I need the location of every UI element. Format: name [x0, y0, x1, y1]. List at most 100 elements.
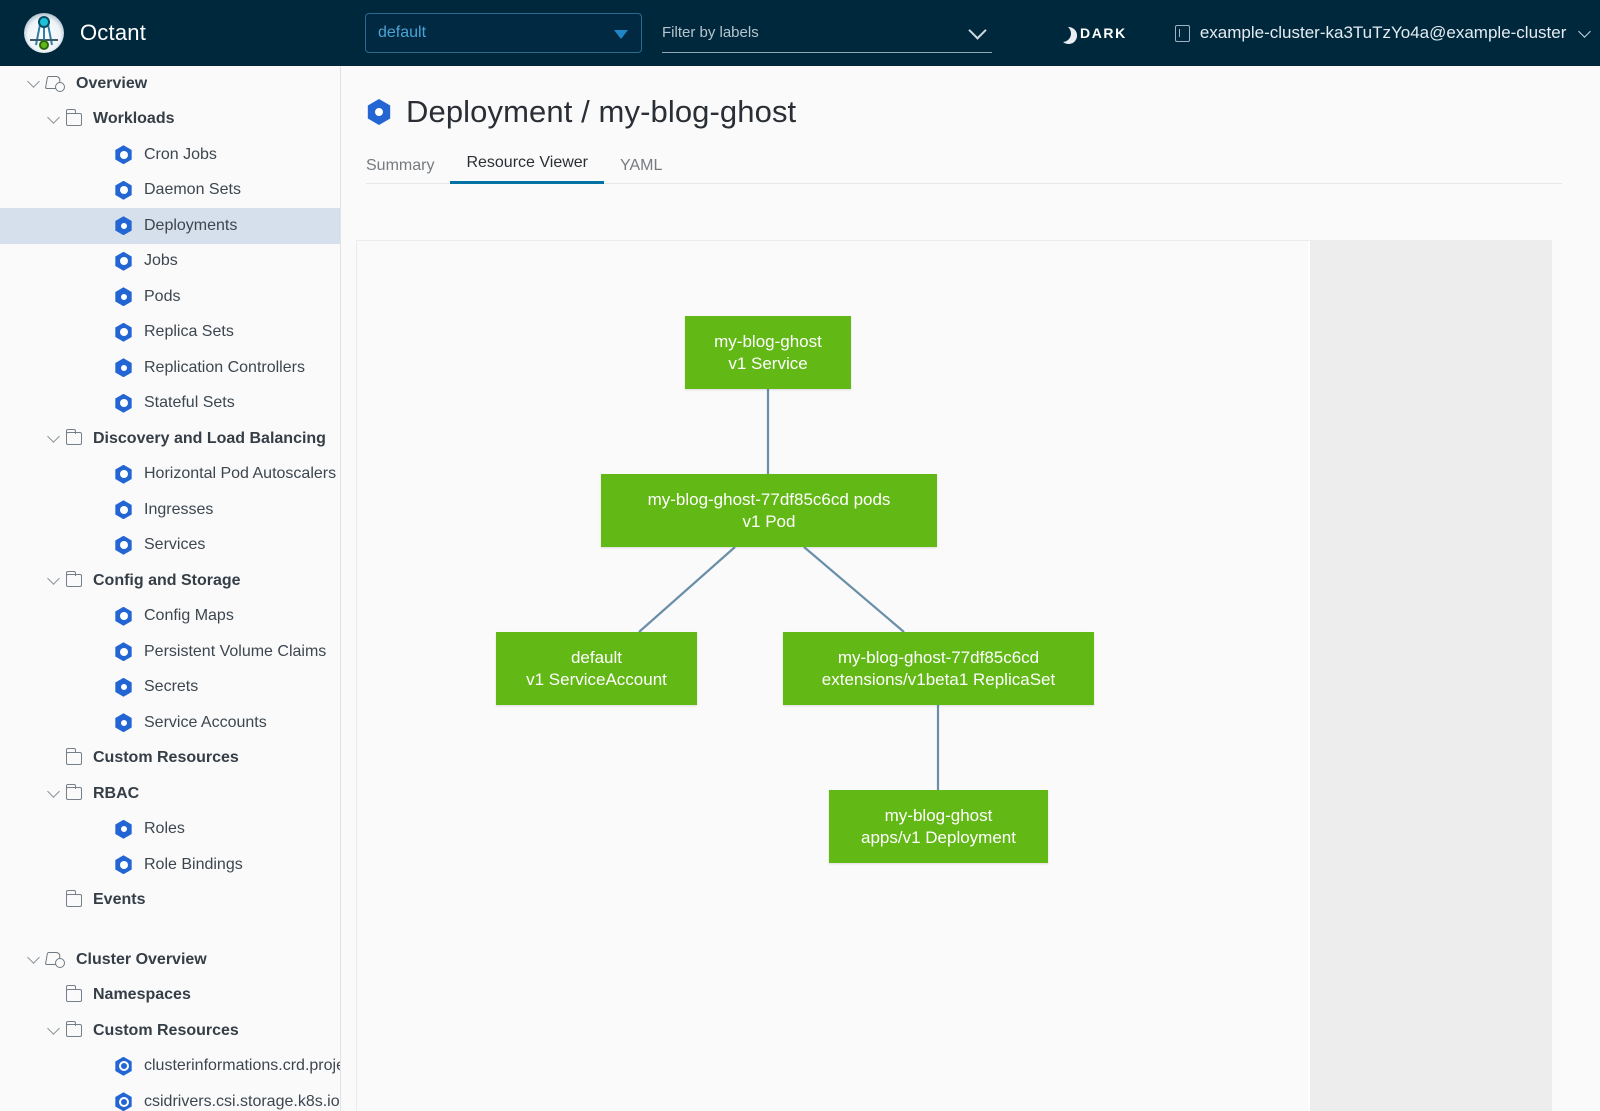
theme-toggle[interactable]: DARK	[1054, 25, 1127, 42]
graph-edges	[638, 389, 940, 790]
sidebar-item-cron-jobs[interactable]: Cron Jobs	[0, 137, 340, 173]
sidebar-item-persistent-volume-claims[interactable]: Persistent Volume Claims	[0, 634, 340, 670]
expand-toggle[interactable]	[40, 1022, 66, 1036]
folder-icon	[65, 783, 82, 801]
sidebar-item-stateful-sets[interactable]: Stateful Sets	[0, 386, 340, 422]
node-title: my-blog-ghost	[884, 805, 993, 825]
expand-toggle[interactable]	[40, 430, 66, 444]
k8s-pvc-icon	[114, 642, 133, 662]
sidebar-item-replica-sets[interactable]: Replica Sets	[0, 315, 340, 351]
sidebar-item-replication-controllers[interactable]: Replication Controllers	[0, 350, 340, 386]
sidebar-item-label: Ingresses	[144, 500, 214, 518]
sidebar-item-label: Cron Jobs	[144, 145, 217, 163]
sidebar-item-role-bindings[interactable]: Role Bindings	[0, 847, 340, 883]
sidebar-item-label: Workloads	[93, 110, 175, 128]
k8s-deployment-icon	[366, 99, 392, 125]
sidebar-item-label: clusterinformations.crd.projec	[144, 1057, 340, 1075]
sidebar-item-workloads[interactable]: Workloads	[0, 102, 340, 138]
sidebar-item-custom-resources[interactable]: Custom Resources	[0, 741, 340, 777]
expand-toggle[interactable]	[40, 110, 66, 124]
k8s-configmap-icon	[114, 606, 133, 626]
k8s-replicaset-icon	[114, 322, 133, 342]
chevron-down-icon	[1578, 24, 1592, 38]
brand[interactable]: Octant	[0, 0, 341, 66]
chevron-down-icon	[46, 572, 60, 586]
k8s-statefulset-icon	[114, 393, 133, 413]
sidebar-item-discovery-and-load-balancing[interactable]: Discovery and Load Balancing	[0, 421, 340, 457]
node-subtitle: extensions/v1beta1 ReplicaSet	[821, 669, 1056, 689]
sidebar-item-overview[interactable]: Overview	[0, 66, 340, 102]
sidebar-item-daemon-sets[interactable]: Daemon Sets	[0, 173, 340, 209]
app-header: Octant default Filter by labels DARK exa…	[0, 0, 1600, 66]
sidebar-spacer	[0, 918, 340, 942]
expand-toggle[interactable]	[40, 785, 66, 799]
k8s-rc-icon	[114, 358, 133, 378]
sidebar-item-clusterinformations-crd-projec[interactable]: clusterinformations.crd.projec	[0, 1049, 340, 1085]
sidebar-item-custom-resources[interactable]: Custom Resources	[0, 1013, 340, 1049]
chevron-down-icon	[46, 785, 60, 799]
k8s-rolebinding-icon	[114, 855, 133, 875]
sidebar-item-events[interactable]: Events	[0, 883, 340, 919]
sidebar-item-label: RBAC	[93, 784, 140, 802]
sidebar-item-label: Horizontal Pod Autoscalers	[144, 465, 337, 483]
label-filter-placeholder: Filter by labels	[662, 24, 759, 41]
sidebar-item-csidrivers-csi-storage-k8s-io[interactable]: csidrivers.csi.storage.k8s.io	[0, 1084, 340, 1111]
sidebar-item-jobs[interactable]: Jobs	[0, 244, 340, 280]
sidebar-item-roles[interactable]: Roles	[0, 812, 340, 848]
sidebar-item-ingresses[interactable]: Ingresses	[0, 492, 340, 528]
expand-toggle[interactable]	[40, 572, 66, 586]
moon-icon	[1052, 22, 1074, 44]
sidebar-item-service-accounts[interactable]: Service Accounts	[0, 705, 340, 741]
sidebar-item-label: Config and Storage	[93, 571, 241, 589]
k8s-service-icon	[114, 535, 133, 555]
overview-icon	[46, 952, 65, 968]
node-subtitle: v1 Service	[728, 353, 808, 373]
expand-toggle[interactable]	[20, 951, 46, 965]
sidebar-item-label: csidrivers.csi.storage.k8s.io	[144, 1092, 340, 1110]
sidebar-item-config-and-storage[interactable]: Config and Storage	[0, 563, 340, 599]
tab-resource-viewer[interactable]: Resource Viewer	[450, 154, 604, 184]
sidebar-item-secrets[interactable]: Secrets	[0, 670, 340, 706]
folder-icon	[65, 748, 82, 765]
sidebar-item-label: Role Bindings	[144, 855, 243, 873]
chevron-down-icon	[46, 1022, 60, 1036]
tab-summary[interactable]: Summary	[366, 157, 435, 174]
tab-yaml[interactable]: YAML	[620, 157, 663, 174]
tab-bar[interactable]: Summary Resource Viewer YAML	[366, 152, 1562, 184]
sidebar-item-config-maps[interactable]: Config Maps	[0, 599, 340, 635]
sidebar-item-services[interactable]: Services	[0, 528, 340, 564]
sidebar-item-deployments[interactable]: Deployments	[0, 208, 340, 244]
cluster-label: example-cluster-ka3TuTzYo4a@example-clus…	[1199, 23, 1567, 42]
expand-toggle[interactable]	[20, 75, 46, 89]
sidebar-item-label: Stateful Sets	[144, 394, 235, 412]
folder-icon	[65, 109, 82, 126]
sidebar-item-label: Discovery and Load Balancing	[93, 429, 326, 447]
cluster-selector[interactable]: example-cluster-ka3TuTzYo4a@example-clus…	[1174, 23, 1592, 43]
sidebar-item-cluster-overview[interactable]: Cluster Overview	[0, 942, 340, 978]
sidebar-item-horizontal-pod-autoscalers[interactable]: Horizontal Pod Autoscalers	[0, 457, 340, 493]
k8s-pod-icon	[114, 287, 133, 307]
sidebar-item-rbac[interactable]: RBAC	[0, 776, 340, 812]
caret-down-icon	[614, 30, 628, 39]
label-filter-input[interactable]: Filter by labels	[662, 13, 992, 53]
sidebar-item-pods[interactable]: Pods	[0, 279, 340, 315]
folder-icon	[65, 1020, 82, 1038]
page-title: Deployment / my-blog-ghost	[366, 94, 1600, 130]
node-title: default	[570, 647, 623, 667]
chevron-down-icon[interactable]	[968, 21, 987, 40]
namespace-select[interactable]: default	[365, 13, 642, 53]
k8s-ingress-icon	[114, 500, 133, 520]
k8s-role-icon	[114, 819, 133, 839]
chevron-down-icon	[46, 430, 60, 444]
overview-icon	[46, 76, 65, 92]
sidebar-item-namespaces[interactable]: Namespaces	[0, 978, 340, 1014]
node-title: my-blog-ghost-77df85c6cd	[837, 647, 1040, 667]
